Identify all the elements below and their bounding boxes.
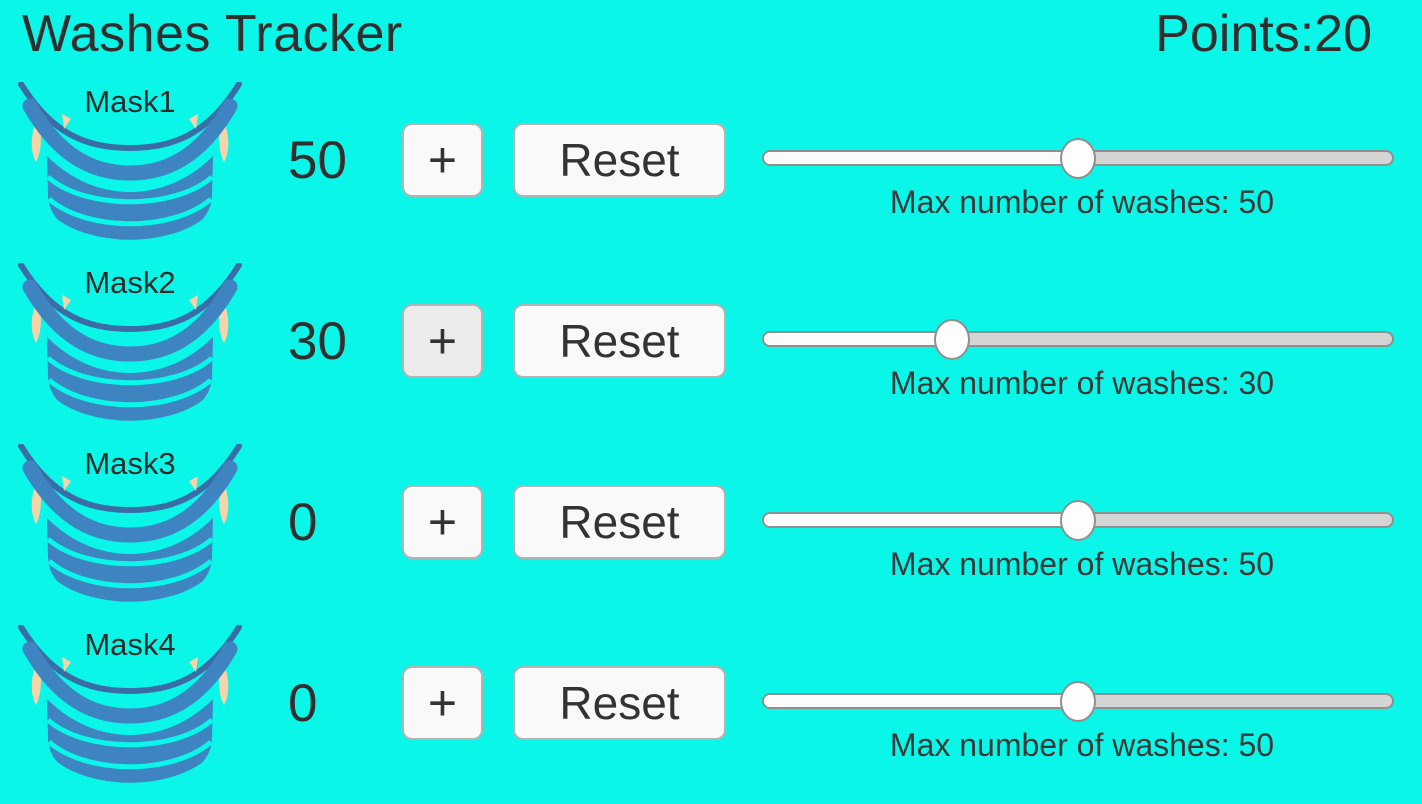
slider-fill-track (764, 152, 1078, 164)
surgical-mask-icon: Mask3 (15, 444, 245, 604)
reset-button[interactable]: Reset (513, 123, 726, 197)
mask-name-label: Mask4 (84, 627, 176, 662)
slider-thumb[interactable] (1060, 138, 1096, 179)
surgical-mask-icon: Mask2 (15, 263, 245, 423)
mask-row: Mask1 50 + Reset Max number of washes: 5… (0, 80, 1422, 261)
mask-name-label: Mask3 (84, 446, 176, 481)
wash-count-value: 30 (288, 311, 347, 371)
points-value: 20 (1314, 5, 1372, 63)
surgical-mask-icon: Mask1 (15, 82, 245, 242)
surgical-mask-icon: Mask4 (15, 625, 245, 785)
points-label: Points: (1155, 5, 1315, 63)
increment-wash-button[interactable]: + (402, 304, 483, 378)
max-washes-label: Max number of washes: 30 (889, 365, 1275, 401)
reset-button[interactable]: Reset (513, 485, 726, 559)
wash-count-value: 50 (288, 130, 347, 190)
page-title: Washes Tracker (22, 5, 403, 63)
increment-wash-button[interactable]: + (402, 485, 483, 559)
reset-button[interactable]: Reset (513, 304, 726, 378)
mask-row: Mask3 0 + Reset Max number of washes: 50 (0, 442, 1422, 623)
mask-row: Mask4 0 + Reset Max number of washes: 50 (0, 623, 1422, 804)
max-washes-slider[interactable] (762, 138, 1394, 179)
wash-count-value: 0 (288, 492, 318, 552)
reset-button[interactable]: Reset (513, 666, 726, 740)
slider-thumb[interactable] (934, 319, 971, 360)
max-washes-label: Max number of washes: 50 (889, 727, 1275, 763)
slider-fill-track (764, 333, 953, 345)
mask-name-label: Mask1 (84, 84, 176, 119)
points-display: Points:20 (1155, 4, 1372, 64)
max-washes-slider[interactable] (762, 500, 1394, 541)
max-washes-slider[interactable] (762, 319, 1394, 360)
wash-count-value: 0 (288, 673, 318, 733)
increment-wash-button[interactable]: + (402, 123, 483, 197)
slider-thumb[interactable] (1060, 500, 1096, 541)
max-washes-label: Max number of washes: 50 (889, 184, 1275, 220)
mask-row: Mask2 30 + Reset Max number of washes: 3… (0, 261, 1422, 442)
max-washes-label: Max number of washes: 50 (889, 546, 1275, 582)
max-washes-slider[interactable] (762, 681, 1394, 722)
slider-fill-track (764, 695, 1078, 707)
slider-fill-track (764, 514, 1078, 526)
increment-wash-button[interactable]: + (402, 666, 483, 740)
mask-name-label: Mask2 (84, 265, 176, 300)
slider-thumb[interactable] (1060, 681, 1096, 722)
